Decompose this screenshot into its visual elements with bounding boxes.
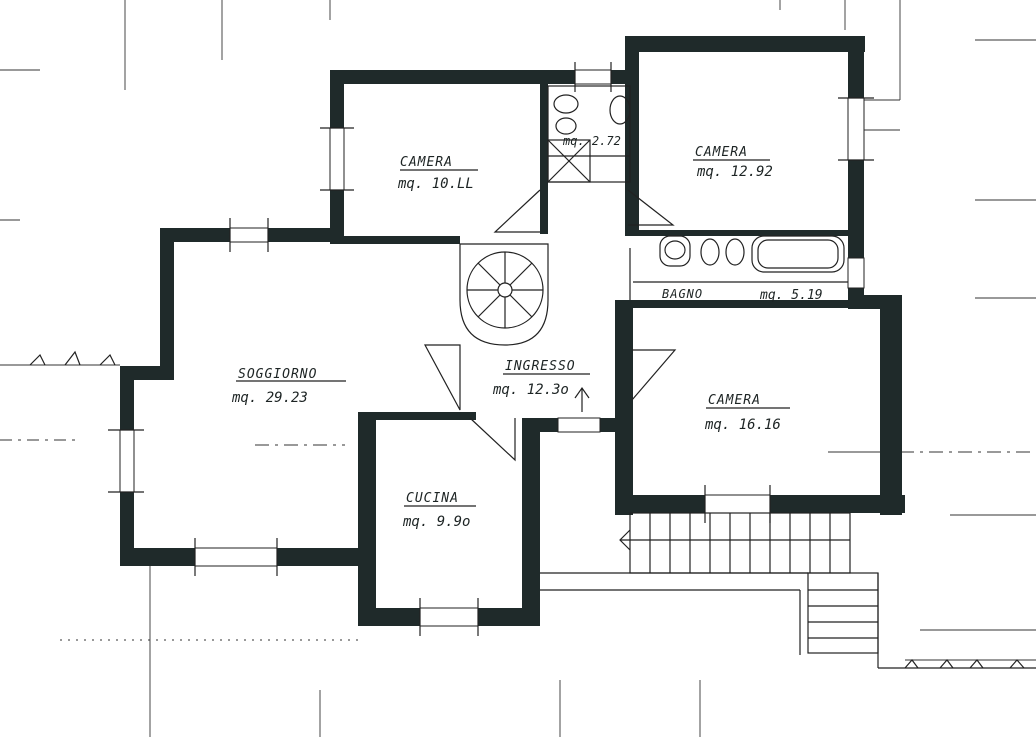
room-area: mq. 2.72 [562, 134, 621, 148]
room-name: BAGNO [662, 287, 703, 301]
room-bathroom-small: mq. 2.72 [562, 134, 621, 148]
room-area: mq. 12.3o [492, 382, 569, 398]
external-stairs [540, 512, 1036, 669]
room-name: CUCINA [406, 491, 459, 506]
room-camera-ne: CAMERA mq. 12.92 [693, 145, 773, 180]
room-name: CAMERA [695, 145, 748, 160]
room-area: mq. 5.19 [759, 288, 823, 303]
windows [119, 69, 865, 627]
spiral-staircase [459, 243, 549, 346]
axis-lines [255, 444, 880, 453]
terrain-marks [29, 350, 1025, 669]
room-ingresso: INGRESSO mq. 12.3o [492, 359, 590, 398]
room-cucina: CUCINA mq. 9.9o [402, 491, 476, 530]
room-name: SOGGIORNO [238, 367, 317, 382]
room-area: mq. 12.92 [696, 164, 773, 180]
room-area: mq. 10.LL [397, 176, 474, 192]
room-soggiorno: SOGGIORNO mq. 29.23 [231, 367, 346, 406]
room-name: CAMERA [708, 393, 761, 408]
room-bathroom: BAGNO mq. 5.19 [662, 287, 823, 303]
room-name: INGRESSO [505, 359, 576, 374]
entrance-arrow [574, 386, 590, 412]
bathroom-fixtures [633, 235, 848, 283]
bathroom-small-fixtures [547, 85, 631, 183]
door-swings [423, 155, 677, 462]
room-name: CAMERA [400, 155, 453, 170]
room-area: mq. 16.16 [704, 417, 781, 433]
room-area: mq. 29.23 [231, 390, 308, 406]
room-camera-nw: CAMERA mq. 10.LL [397, 155, 478, 192]
room-camera-e: CAMERA mq. 16.16 [704, 393, 790, 433]
room-area: mq. 9.9o [402, 514, 470, 530]
walls [120, 36, 905, 626]
